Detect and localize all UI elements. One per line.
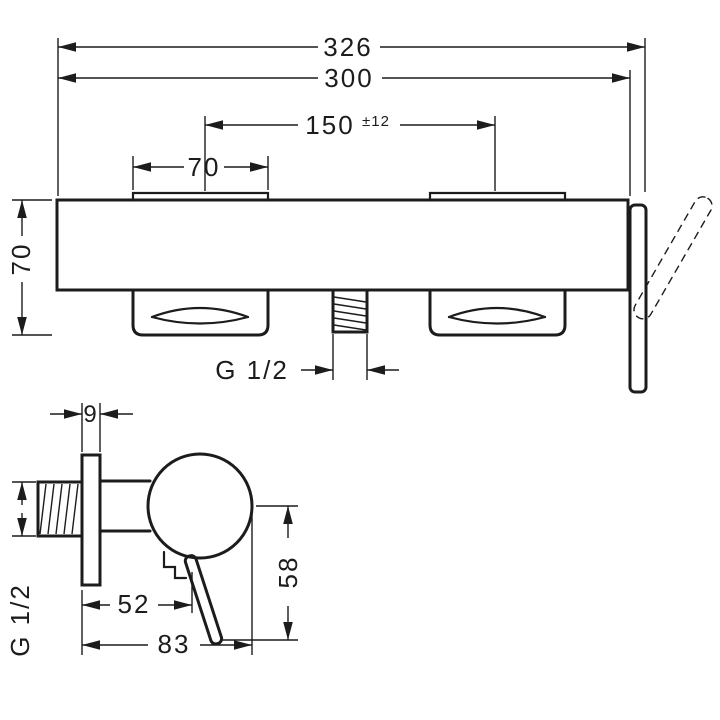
left-escutcheon-wave	[150, 306, 250, 319]
dim-depth-to-handle: 52	[82, 589, 192, 619]
dim-hole-spacing-label: 150	[305, 110, 354, 140]
left-escutcheon-top	[131, 191, 270, 202]
side-handle-lever	[162, 550, 224, 646]
right-escutcheon-wave	[447, 306, 547, 319]
dim-overall-width: 326	[58, 32, 645, 62]
bottom-outlet-thread	[331, 288, 369, 334]
handle-lever-closed	[628, 203, 648, 394]
dim-body-height: 70	[6, 200, 36, 335]
right-escutcheon-top	[428, 191, 567, 202]
dim-handle-drop-label: 58	[273, 556, 303, 589]
right-escutcheon	[428, 288, 567, 337]
thread-hatching-bottom-outlet	[333, 296, 367, 331]
dim-body-width-label: 300	[324, 63, 373, 93]
dim-overall-width-label: 326	[323, 32, 372, 62]
mixer-body	[55, 198, 630, 292]
side-view: 9 G 1/2	[5, 401, 303, 659]
dim-hole-spacing: 150 ±12	[205, 110, 495, 140]
front-view: 326 300 150 ±12 70 70	[6, 32, 713, 394]
wall-plate	[80, 453, 102, 587]
valve-body	[146, 452, 254, 560]
valve-neck	[98, 479, 152, 533]
cartridge-step	[162, 550, 188, 580]
dim-side-thread-label: G 1/2	[5, 583, 35, 657]
left-escutcheon	[131, 288, 270, 337]
dim-body-height-label: 70	[6, 243, 36, 276]
dim-plate-thickness-label: 9	[83, 401, 98, 428]
thread-hatching-side-stub	[39, 483, 79, 535]
dim-plate-thickness: 9	[50, 401, 133, 428]
dim-side-thread: G 1/2	[5, 482, 35, 657]
dim-hole-spacing-tolerance-label: ±12	[362, 113, 390, 130]
dim-bottom-thread: G 1/2	[215, 355, 399, 385]
handle-lever-open-dashed	[633, 196, 713, 320]
dim-escutcheon-width-label: 70	[188, 152, 221, 182]
side-thread-stub	[36, 480, 84, 538]
dim-total-depth: 83	[82, 629, 252, 659]
dim-bottom-thread-label: G 1/2	[215, 355, 289, 385]
dim-handle-drop: 58	[273, 506, 303, 640]
dim-body-width: 300	[58, 63, 630, 93]
dim-depth-to-handle-label: 52	[118, 589, 151, 619]
dim-total-depth-label: 83	[158, 629, 191, 659]
dim-escutcheon-width: 70	[133, 152, 268, 182]
